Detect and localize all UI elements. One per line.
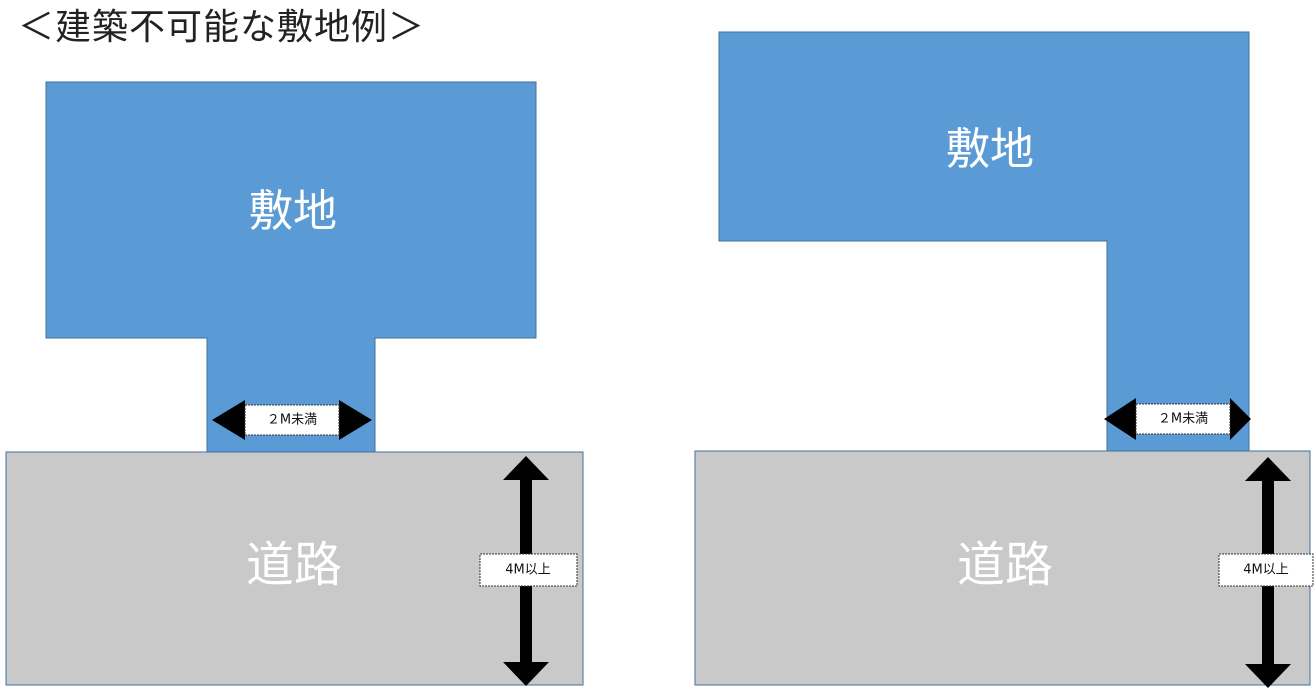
road-width-label-box <box>1218 553 1314 587</box>
lot-area <box>45 81 537 453</box>
road-area <box>694 450 1311 686</box>
road-width-label-box <box>479 553 578 587</box>
lot-area <box>718 31 1250 452</box>
lot-label: 敷地 <box>946 124 1034 175</box>
frontage-label-box <box>244 404 340 436</box>
lot-label: 敷地 <box>249 186 337 237</box>
frontage-label: ２M未満 <box>267 413 317 428</box>
diagram-left: 敷地 道路 ２M未満 4M以上 <box>5 81 584 686</box>
page-title: ＜建築不可能な敷地例＞ <box>18 7 426 48</box>
road-label: 道路 <box>957 537 1053 593</box>
diagram-right: 敷地 道路 ２M未満 4M以上 <box>694 31 1314 688</box>
road-width-label: 4M以上 <box>505 563 551 578</box>
frontage-label-box <box>1135 403 1231 435</box>
frontage-label: ２M未満 <box>1158 412 1208 427</box>
road-width-label: 4M以上 <box>1243 563 1289 578</box>
road-label: 道路 <box>246 537 342 593</box>
